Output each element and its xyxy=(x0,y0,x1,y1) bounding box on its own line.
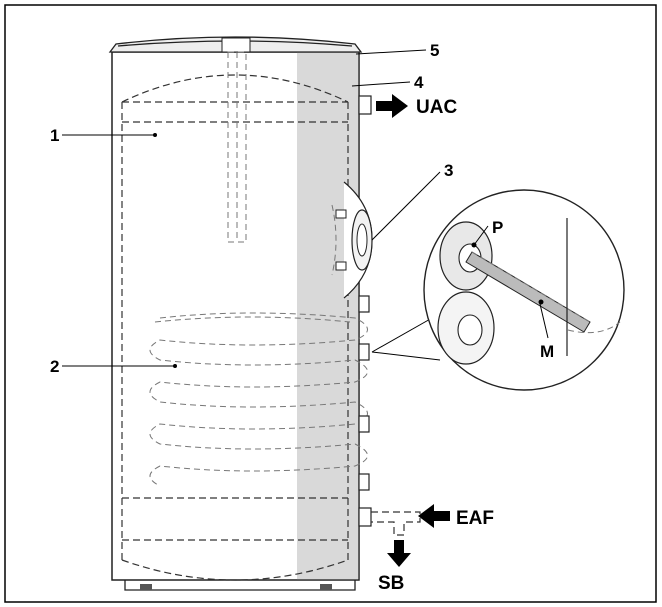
label-1: 1 xyxy=(50,126,59,145)
inner-tank xyxy=(121,74,349,581)
label-5: 5 xyxy=(430,41,439,60)
label-m: M xyxy=(540,342,554,361)
side-connections xyxy=(358,95,421,536)
label-sb: SB xyxy=(378,573,404,594)
label-4: 4 xyxy=(414,73,424,92)
eaf-arrow xyxy=(418,504,450,528)
label-p: P xyxy=(492,218,503,237)
sb-arrow xyxy=(387,540,411,567)
top-tube xyxy=(227,51,247,243)
leader-3 xyxy=(371,171,441,241)
label-3: 3 xyxy=(444,161,453,180)
leader-5 xyxy=(355,49,427,55)
leader-4 xyxy=(351,81,411,87)
leader-p xyxy=(473,225,489,246)
tank-side-shading xyxy=(297,52,359,580)
tank-body xyxy=(111,51,360,591)
top-cover xyxy=(108,36,363,53)
label-2: 2 xyxy=(50,357,59,376)
heating-coil xyxy=(149,312,368,487)
label-uac: UAC xyxy=(416,97,457,118)
leader-m xyxy=(539,303,549,339)
uac-arrow xyxy=(376,94,408,118)
label-eaf: EAF xyxy=(456,508,494,529)
inspection-flange xyxy=(331,181,373,299)
